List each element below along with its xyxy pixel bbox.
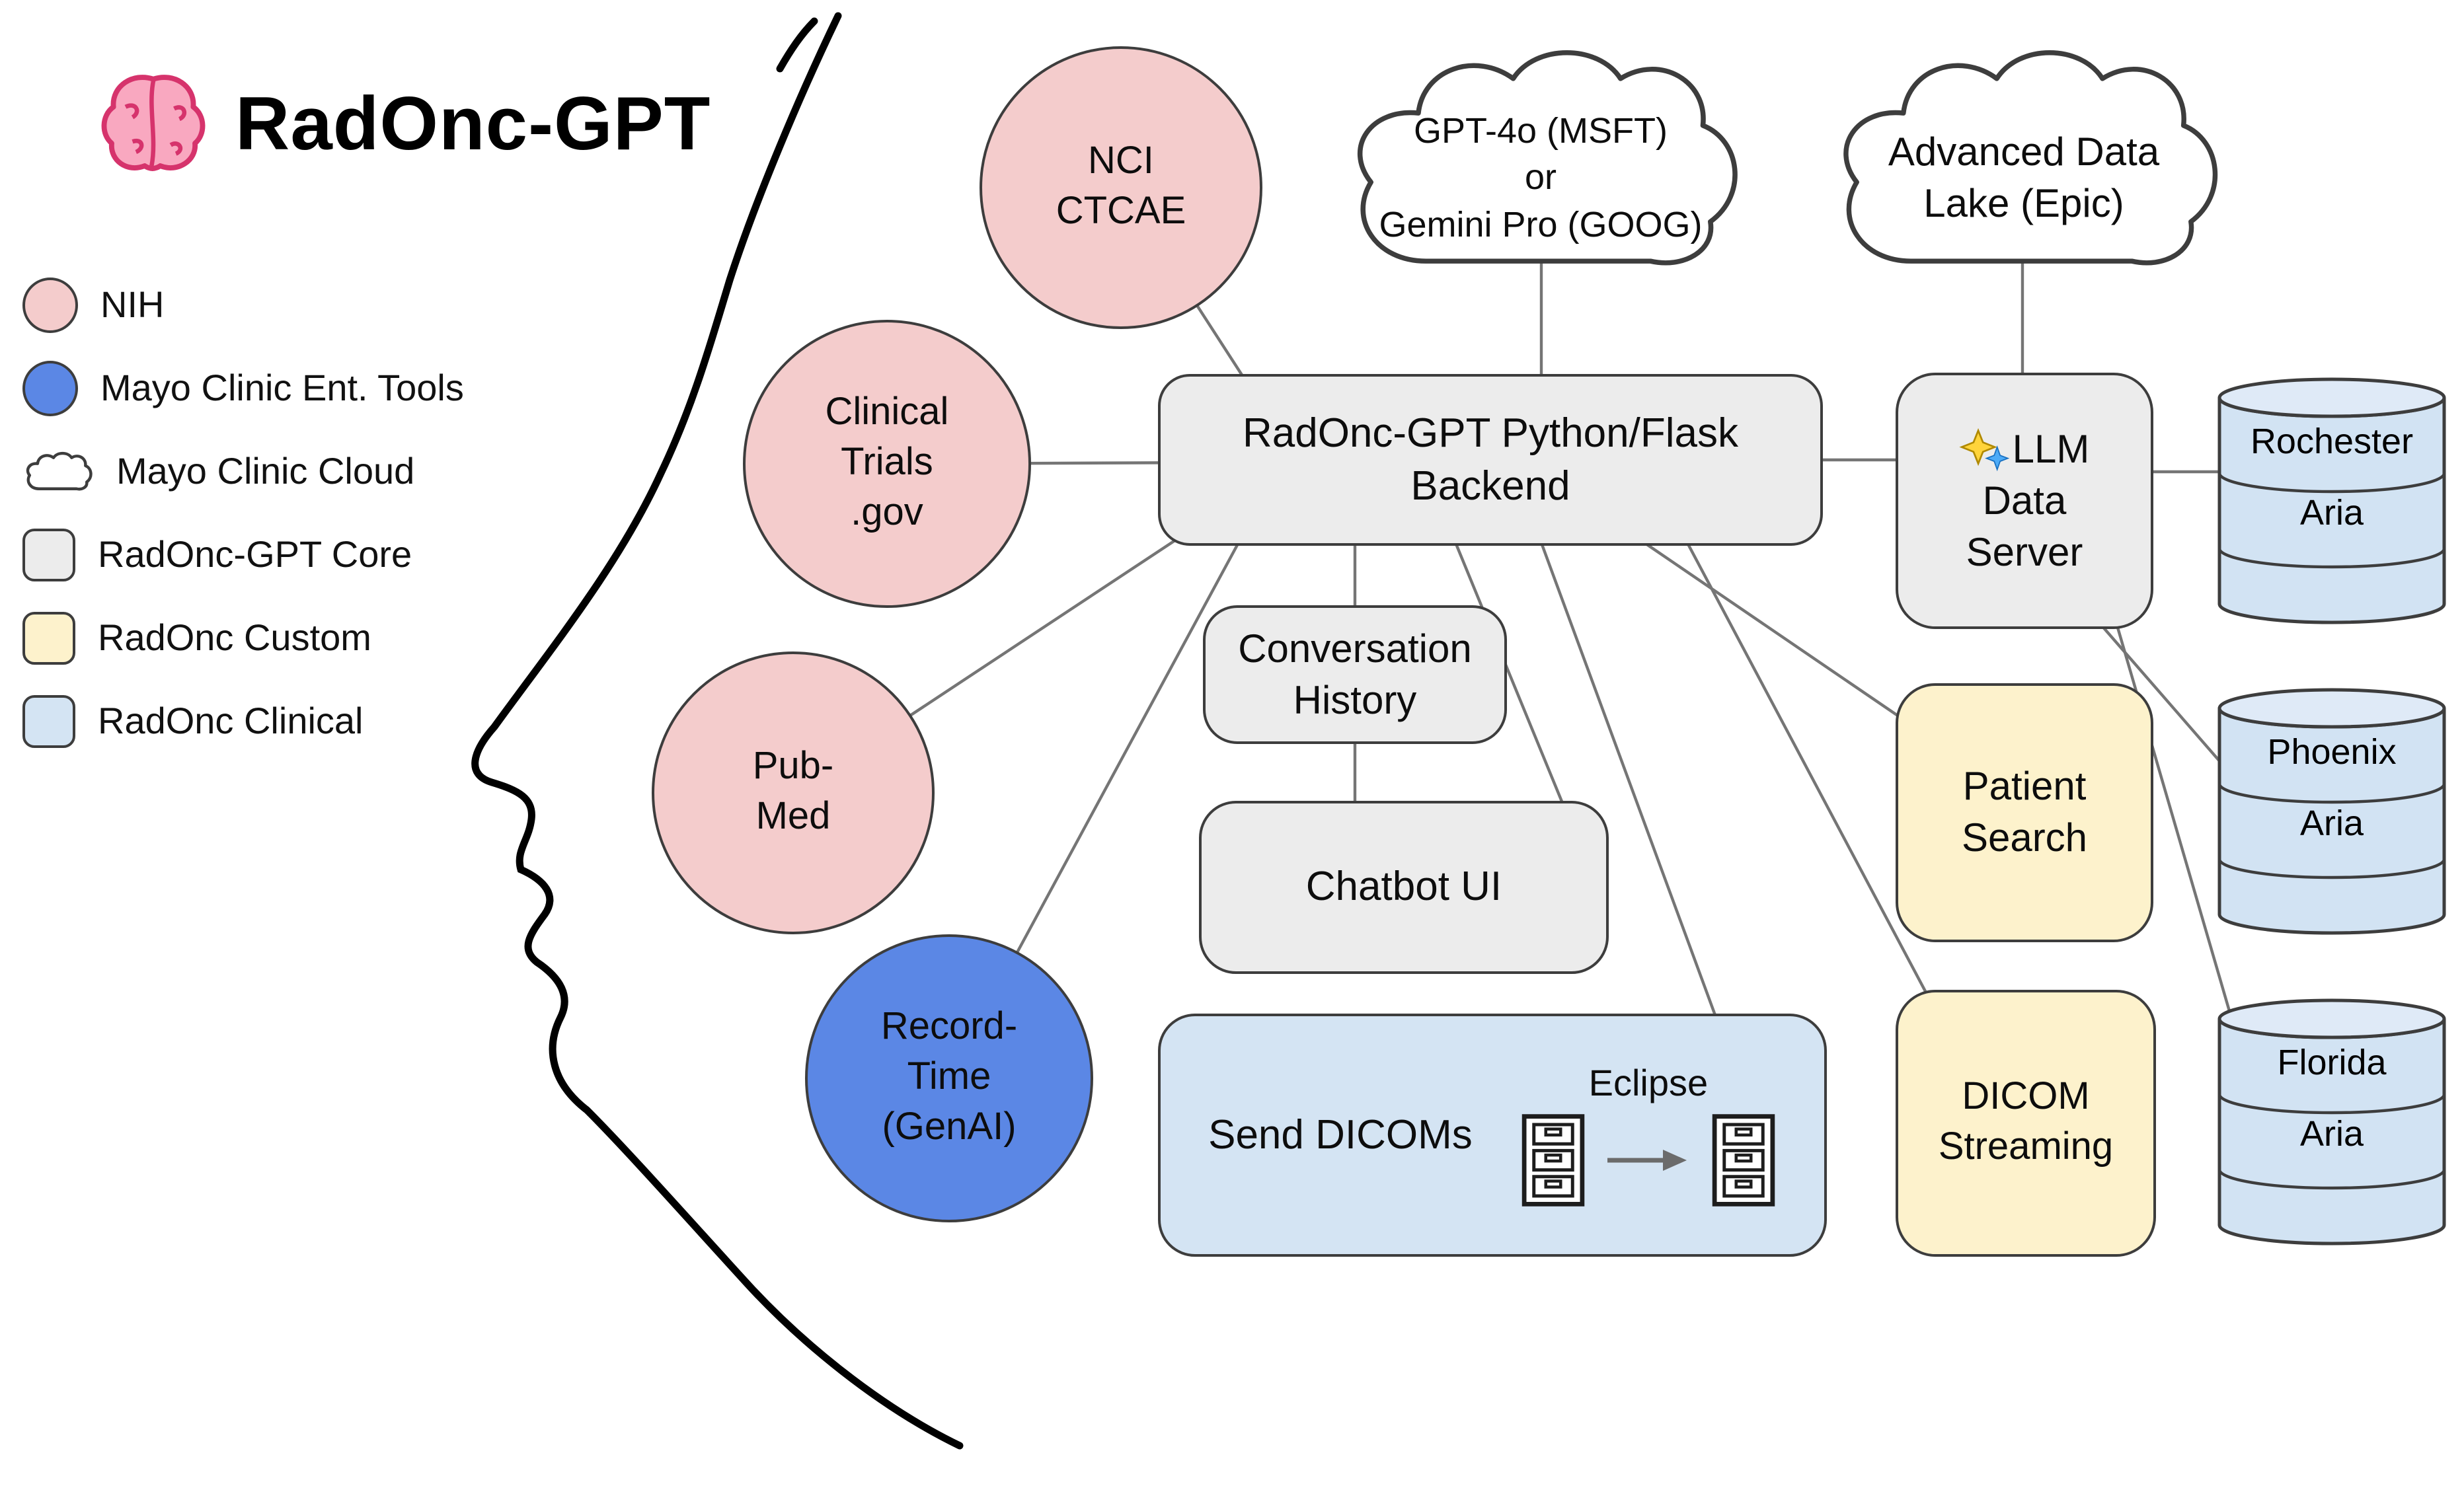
brain-logo-icon: [101, 75, 206, 171]
cloud-icon: [26, 451, 93, 491]
node-advanced-data-lake: Advanced Data Lake (Epic): [1815, 32, 2233, 291]
clinical-square-icon: [22, 695, 75, 748]
node-conversation-history: Conversation History: [1203, 605, 1507, 744]
node-dicom-streaming: DICOM Streaming: [1896, 990, 2156, 1257]
face-profile-line: [471, 12, 964, 1450]
node-llm-cloud: GPT-4o (MSFT) or Gemini Pro (GOOG): [1328, 32, 1753, 291]
svg-text:Rochester: Rochester: [2251, 422, 2413, 461]
legend-item-mayo-cloud: Mayo Clinic Cloud: [22, 444, 464, 500]
node-chatbot-ui: Chatbot UI: [1199, 801, 1609, 974]
arrow-right-icon: [1607, 1150, 1687, 1171]
nih-circle-icon: [22, 278, 78, 333]
custom-square-icon: [22, 612, 75, 665]
connector-line: [1638, 538, 1944, 748]
node-pubmed: Pub- Med: [652, 651, 935, 934]
node-backend: RadOnc-GPT Python/Flask Backend: [1158, 374, 1823, 546]
eclipse-cluster: Eclipse: [1520, 1062, 1777, 1208]
node-send-dicoms: Send DICOMs Eclipse: [1158, 1014, 1827, 1257]
connector-line: [1452, 539, 1568, 813]
database-cylinder-icon: Phoenix Aria: [2217, 688, 2446, 935]
core-square-icon: [22, 529, 75, 581]
file-cabinet-icon: [1521, 1114, 1585, 1207]
node-clinicaltrials-gov: Clinical Trials .gov: [743, 320, 1031, 608]
ent-tools-circle-icon: [22, 361, 78, 416]
node-nci-ctcae: NCI CTCAE: [980, 46, 1262, 329]
eclipse-label: Eclipse: [1588, 1062, 1709, 1103]
legend: NIH Mayo Clinic Ent. Tools Mayo Clinic C…: [22, 278, 464, 777]
database-stack-phoenix: Phoenix Aria: [2215, 687, 2448, 938]
node-llm-data-server: LLM Data Server: [1896, 373, 2153, 629]
legend-item-core: RadOnc-GPT Core: [22, 527, 464, 583]
send-dicoms-label: Send DICOMs: [1208, 1111, 1473, 1158]
connector-line: [1538, 539, 1720, 1025]
database-cylinder-icon: Rochester Aria: [2217, 377, 2446, 624]
node-record-time-genai: Record- Time (GenAI): [805, 934, 1093, 1222]
hair-stroke-line: [776, 17, 818, 73]
app-header: RadOnc-GPT: [98, 69, 711, 180]
legend-item-custom: RadOnc Custom: [22, 611, 464, 666]
svg-text:Phoenix: Phoenix: [2267, 732, 2396, 772]
svg-text:Aria: Aria: [2300, 803, 2364, 843]
database-stack-florida: Florida Aria: [2215, 998, 2448, 1249]
database-cylinder-icon: Florida Aria: [2217, 998, 2446, 1246]
sparkle-icon: [1960, 427, 2010, 471]
legend-item-mayo-ent-tools: Mayo Clinic Ent. Tools: [22, 361, 464, 416]
connector-line: [1684, 538, 1951, 1039]
file-cabinet-icon: [1712, 1114, 1775, 1207]
legend-item-clinical: RadOnc Clinical: [22, 694, 464, 749]
cloud-icon: [1843, 50, 2218, 266]
cloud-icon: [1357, 50, 1738, 266]
svg-text:Aria: Aria: [2300, 493, 2364, 533]
legend-item-nih: NIH: [22, 278, 464, 333]
svg-text:Florida: Florida: [2277, 1043, 2387, 1082]
database-stack-rochester: Rochester Aria: [2215, 377, 2448, 628]
page-title: RadOnc-GPT: [235, 82, 711, 167]
node-patient-search: Patient Search: [1896, 683, 2153, 942]
svg-text:Aria: Aria: [2300, 1114, 2364, 1154]
